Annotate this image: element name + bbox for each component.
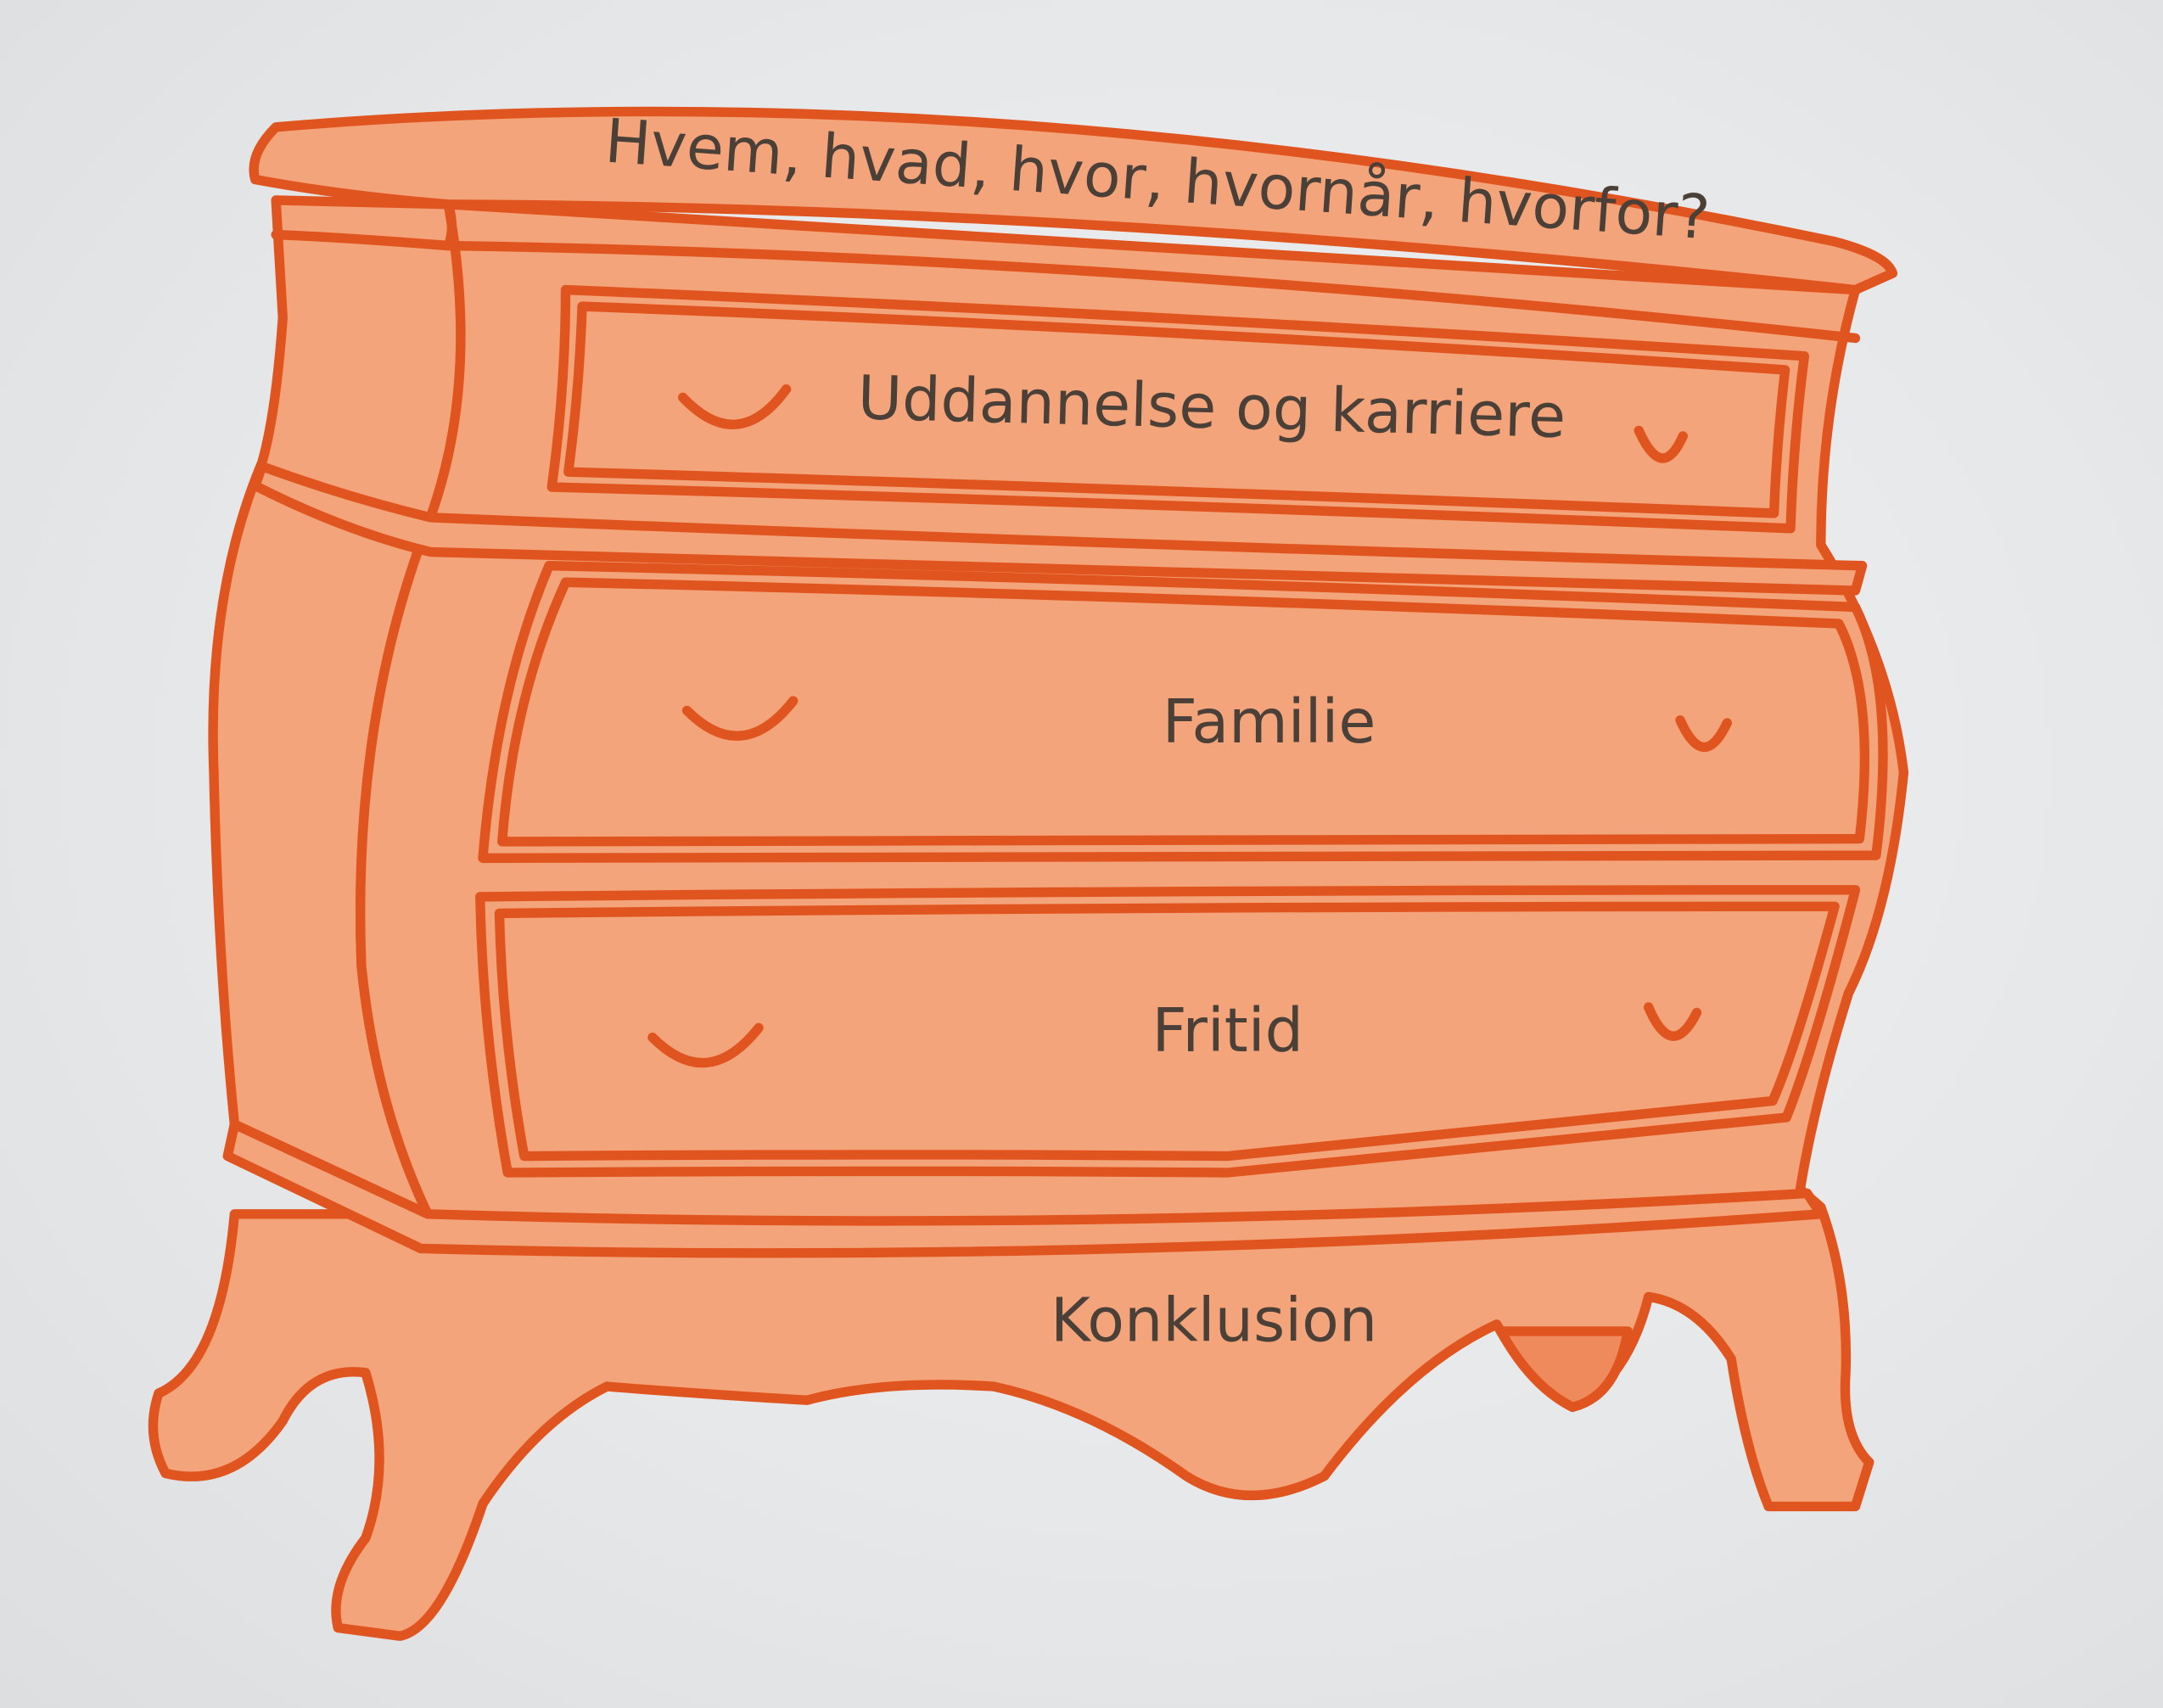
drawer-2-right-handle-icon [1675,715,1732,753]
drawer-3-inner [494,901,1840,1162]
base-label: Konklusion [1051,1285,1377,1355]
drawer-1-right-handle-icon [1633,425,1688,463]
drawer-1-inner [563,301,1790,518]
rear-leg [1496,1326,1633,1413]
drawer-2-inner [497,577,1870,847]
drawer-2-left-handle-icon [681,696,799,742]
drawer-3-right-handle-icon [1643,1002,1702,1041]
base-moulding [222,1119,1826,1258]
top-frieze [271,229,1861,344]
drawer-2-face [478,561,1888,864]
drawer-3-left-handle-icon [647,1022,764,1068]
top-frieze-2 [443,199,457,251]
drawer-3-label: Fritid [1152,995,1304,1066]
middle-band [250,462,1868,596]
drawer-1-left-handle-icon [678,384,792,429]
drawer-2-label: Familie [1163,686,1376,757]
dresser-top [249,106,1898,295]
drawer-3-face [475,885,1861,1178]
